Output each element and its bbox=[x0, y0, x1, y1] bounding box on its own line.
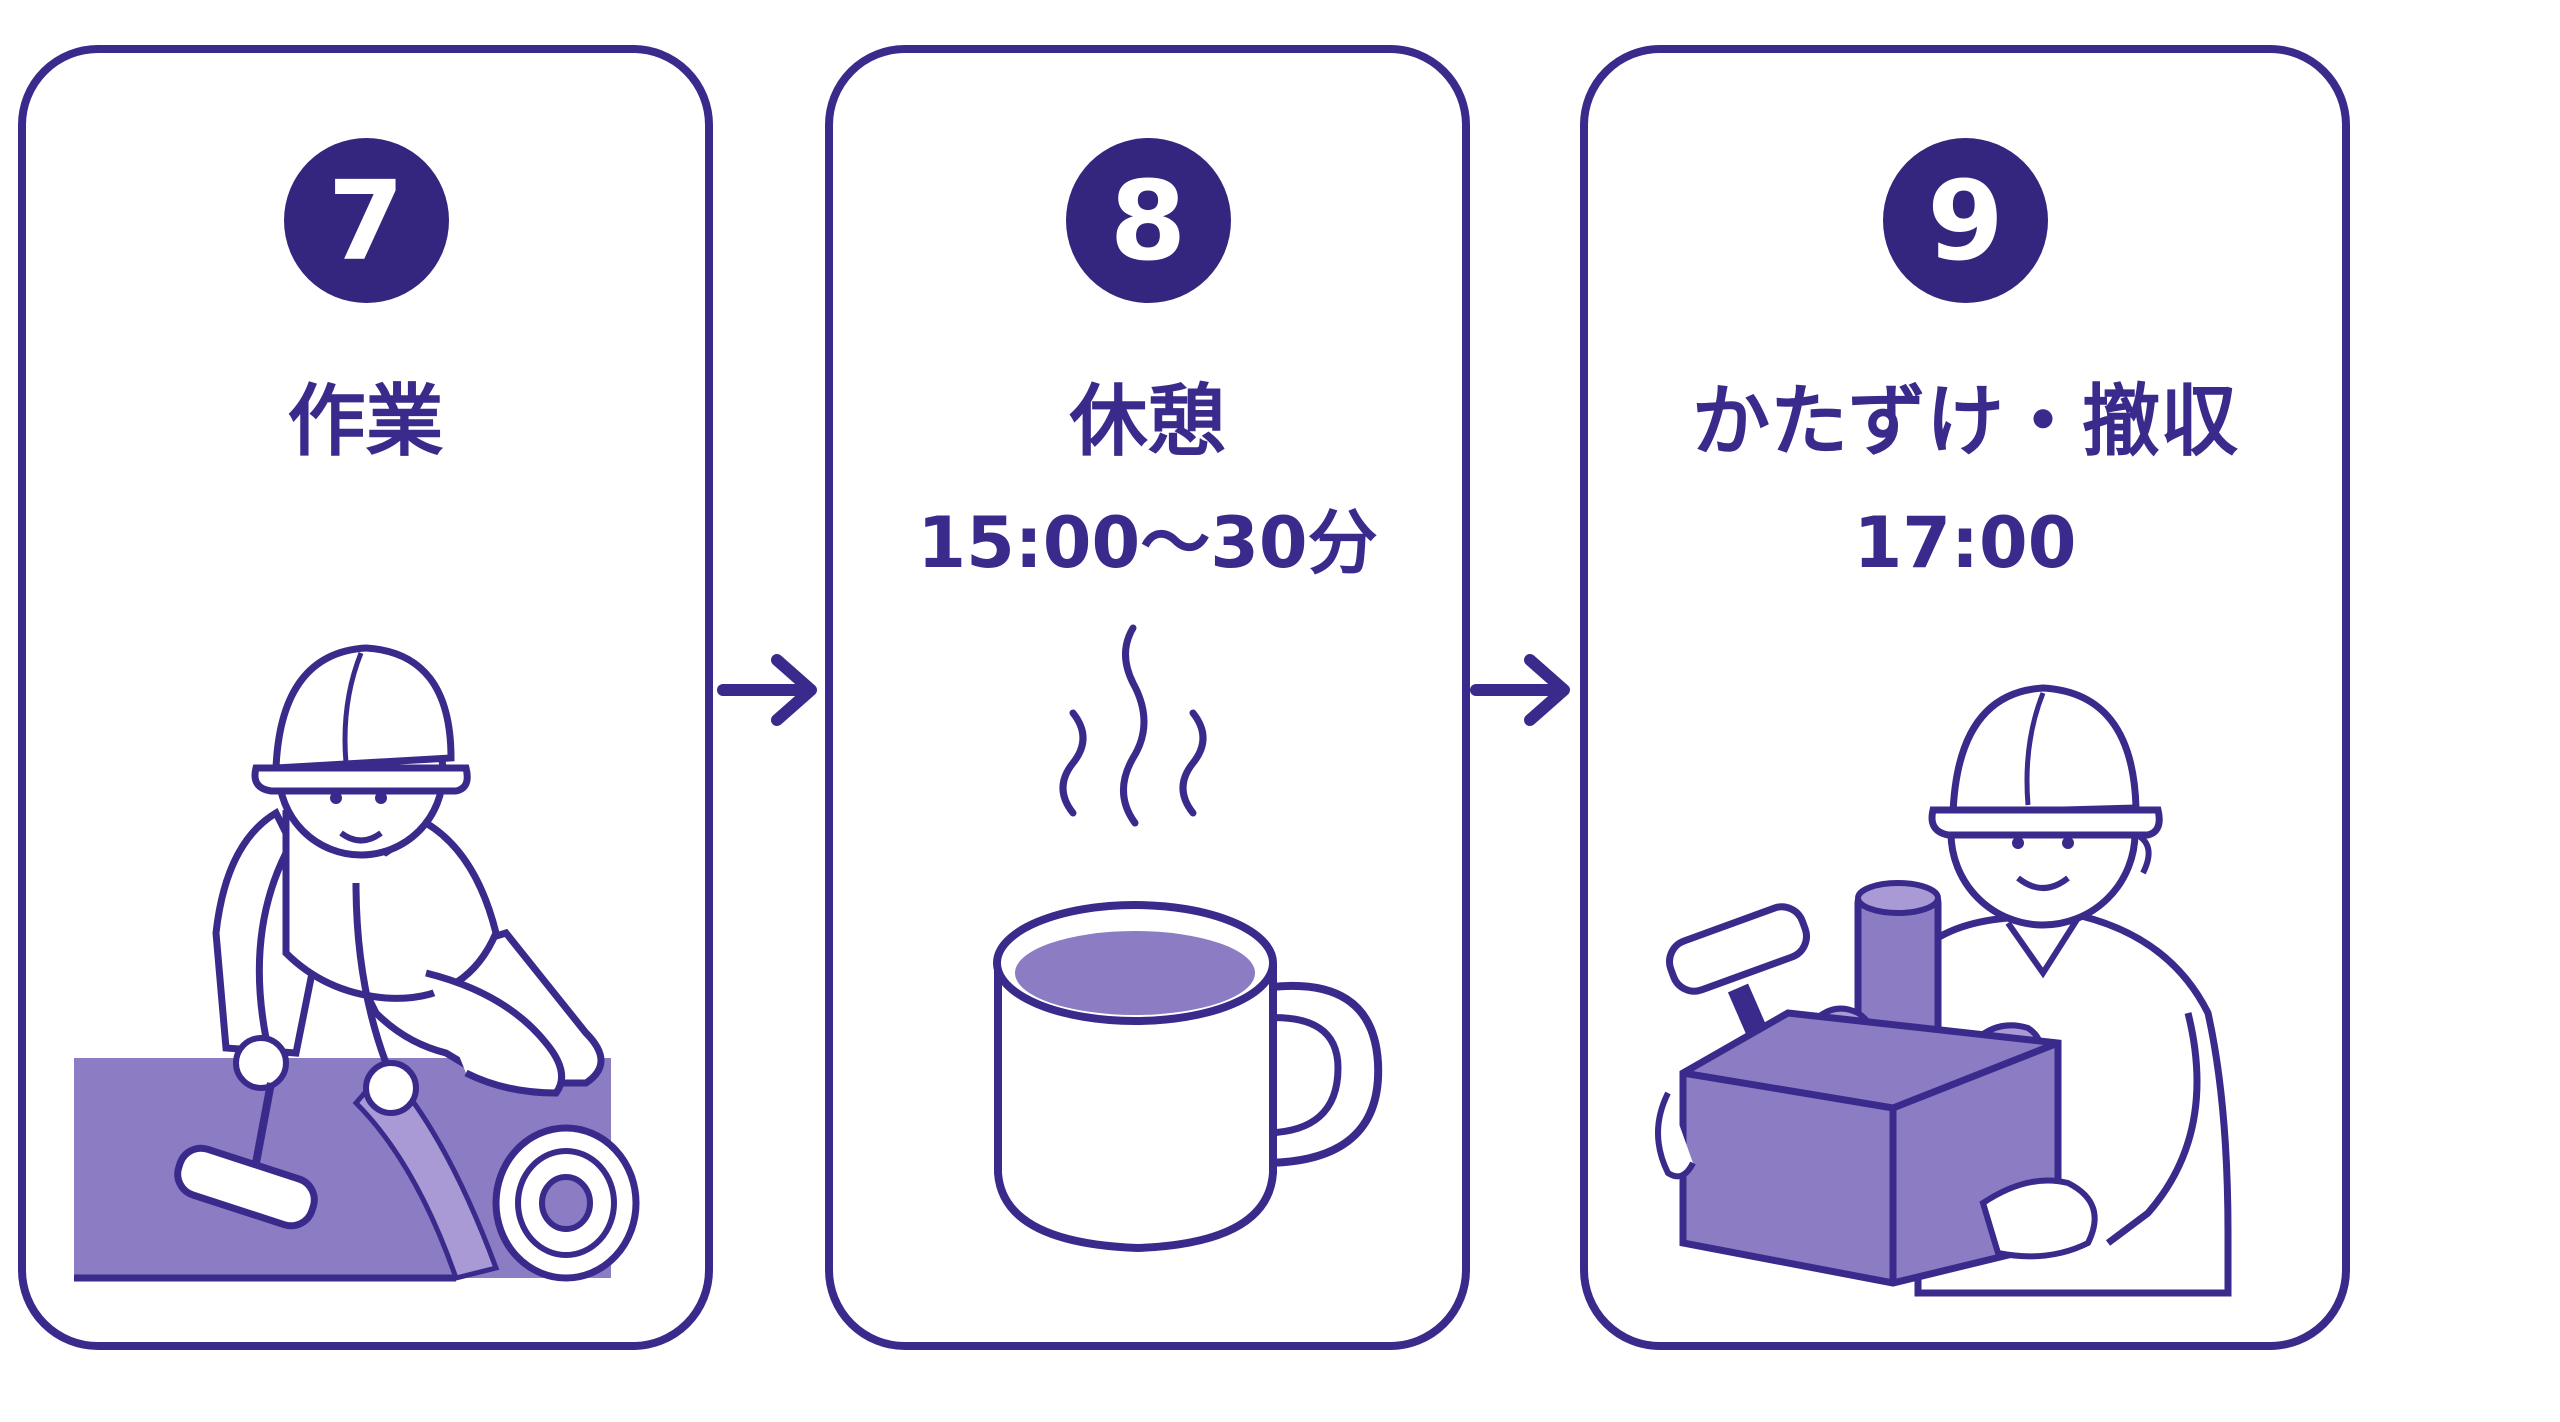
step-title: かたずけ・撤収 bbox=[1691, 377, 2238, 467]
step-time: 17:00 bbox=[1853, 502, 2077, 584]
worker-laying-floor-sheet-icon bbox=[74, 644, 640, 1282]
step-card-8: 8 休憩 15:00～30分 bbox=[825, 45, 1470, 1350]
step-number-badge: 7 bbox=[283, 138, 449, 303]
coffee-mug-icon bbox=[993, 624, 1383, 1253]
worker-carrying-toolbox-icon bbox=[1655, 684, 2232, 1297]
step-card-9: 9 かたずけ・撤収 17:00 bbox=[1580, 45, 2350, 1350]
step-card-7: 7 作業 bbox=[18, 45, 713, 1350]
step-number-badge: 8 bbox=[1065, 138, 1231, 303]
step-number-badge: 9 bbox=[1883, 138, 2048, 303]
step-title: 作業 bbox=[287, 377, 444, 467]
right-arrow-icon bbox=[1470, 654, 1570, 726]
step-time: 15:00～30分 bbox=[917, 502, 1378, 584]
right-arrow-icon bbox=[717, 654, 817, 726]
step-title: 休憩 bbox=[1069, 377, 1226, 467]
